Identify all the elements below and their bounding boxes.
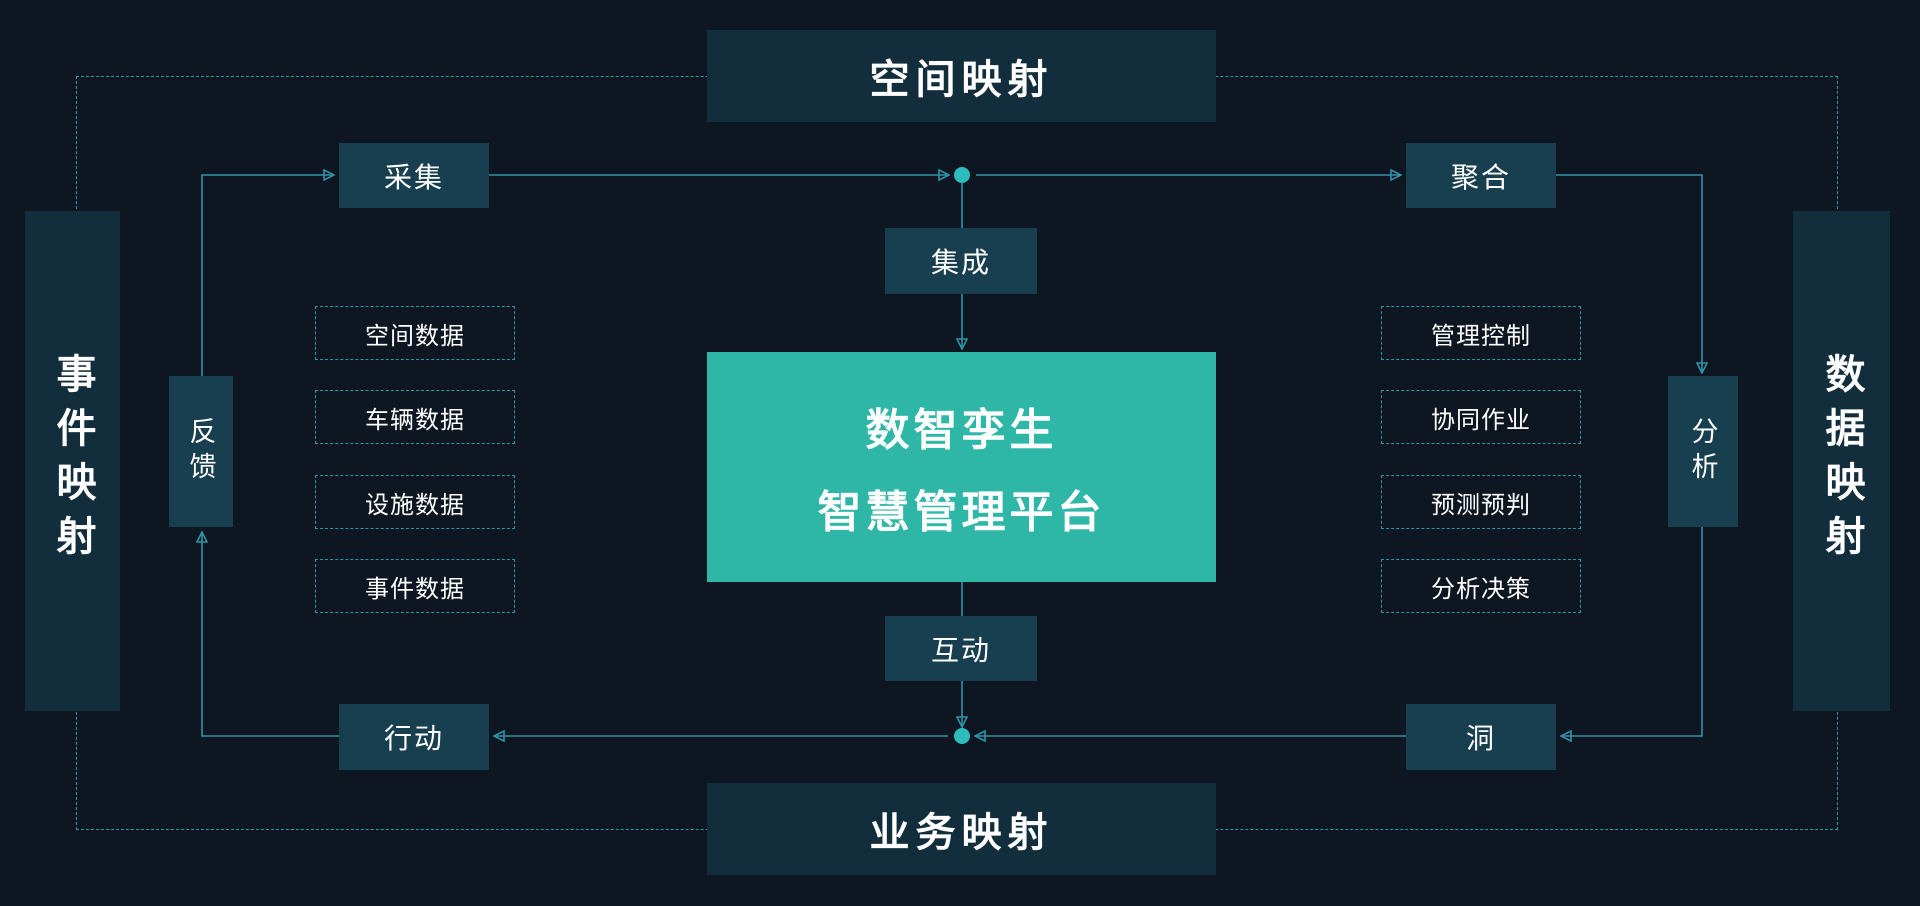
node-collect: 采集 [339,143,489,208]
data-item-facility-label: 设施数据 [365,491,465,519]
capability-item-management-control: 管理控制 [1381,306,1581,360]
node-insight: 洞 [1406,704,1556,770]
node-integrate-label: 集成 [930,247,991,278]
node-action: 行动 [339,704,489,770]
data-item-event-label: 事件数据 [365,575,465,603]
data-item-event: 事件数据 [315,559,515,613]
arrow-feedback-to-collect [201,175,333,376]
mapping-left-label: 事件映射 [50,353,95,569]
capability-item-management-control-label: 管理控制 [1431,322,1531,350]
capability-item-prediction: 预测预判 [1381,475,1581,529]
platform-title-line1: 数智孪生 [865,406,1058,455]
data-item-vehicle-label: 车辆数据 [365,406,465,434]
node-aggregate-label: 聚合 [1450,161,1511,193]
platform-title-line2: 智慧管理平台 [817,488,1106,537]
mapping-top-spatial: 空间映射 [707,30,1216,122]
arrow-action-to-feedback [202,533,339,737]
node-interact: 互动 [885,616,1037,681]
node-integrate: 集成 [885,228,1037,294]
capability-item-collaboration-label: 协同作业 [1431,406,1531,434]
node-aggregate: 聚合 [1406,143,1556,208]
node-collect-label: 采集 [383,161,444,193]
bottom-hub-dot [954,728,970,744]
capability-item-analysis-decision-label: 分析决策 [1431,575,1531,603]
node-interact-label: 互动 [930,634,991,666]
platform-box: 数智孪生 智慧管理平台 [707,352,1216,582]
node-analysis-label: 分析 [1687,416,1718,487]
top-hub-dot [954,167,970,183]
mapping-right-label: 数据映射 [1819,353,1864,569]
mapping-bottom-label: 业务映射 [869,811,1054,855]
arrow-aggregate-to-analysis [1556,174,1702,372]
arrow-analysis-to-insight [1562,527,1703,736]
node-analysis: 分析 [1668,376,1738,527]
mapping-right-data: 数据映射 [1793,211,1890,711]
data-item-vehicle: 车辆数据 [315,390,515,444]
capability-item-prediction-label: 预测预判 [1431,491,1531,519]
data-item-spatial: 空间数据 [315,306,515,360]
data-item-spatial-label: 空间数据 [365,322,465,350]
data-item-facility: 设施数据 [315,475,515,529]
node-insight-label: 洞 [1465,723,1496,754]
capability-item-analysis-decision: 分析决策 [1381,559,1581,613]
node-feedback: 反馈 [169,376,233,527]
capability-item-collaboration: 协同作业 [1381,390,1581,444]
mapping-top-label: 空间映射 [869,58,1054,102]
node-feedback-label: 反馈 [185,416,216,487]
mapping-bottom-business: 业务映射 [707,783,1216,875]
node-action-label: 行动 [383,723,444,754]
mapping-left-event: 事件映射 [25,211,120,711]
